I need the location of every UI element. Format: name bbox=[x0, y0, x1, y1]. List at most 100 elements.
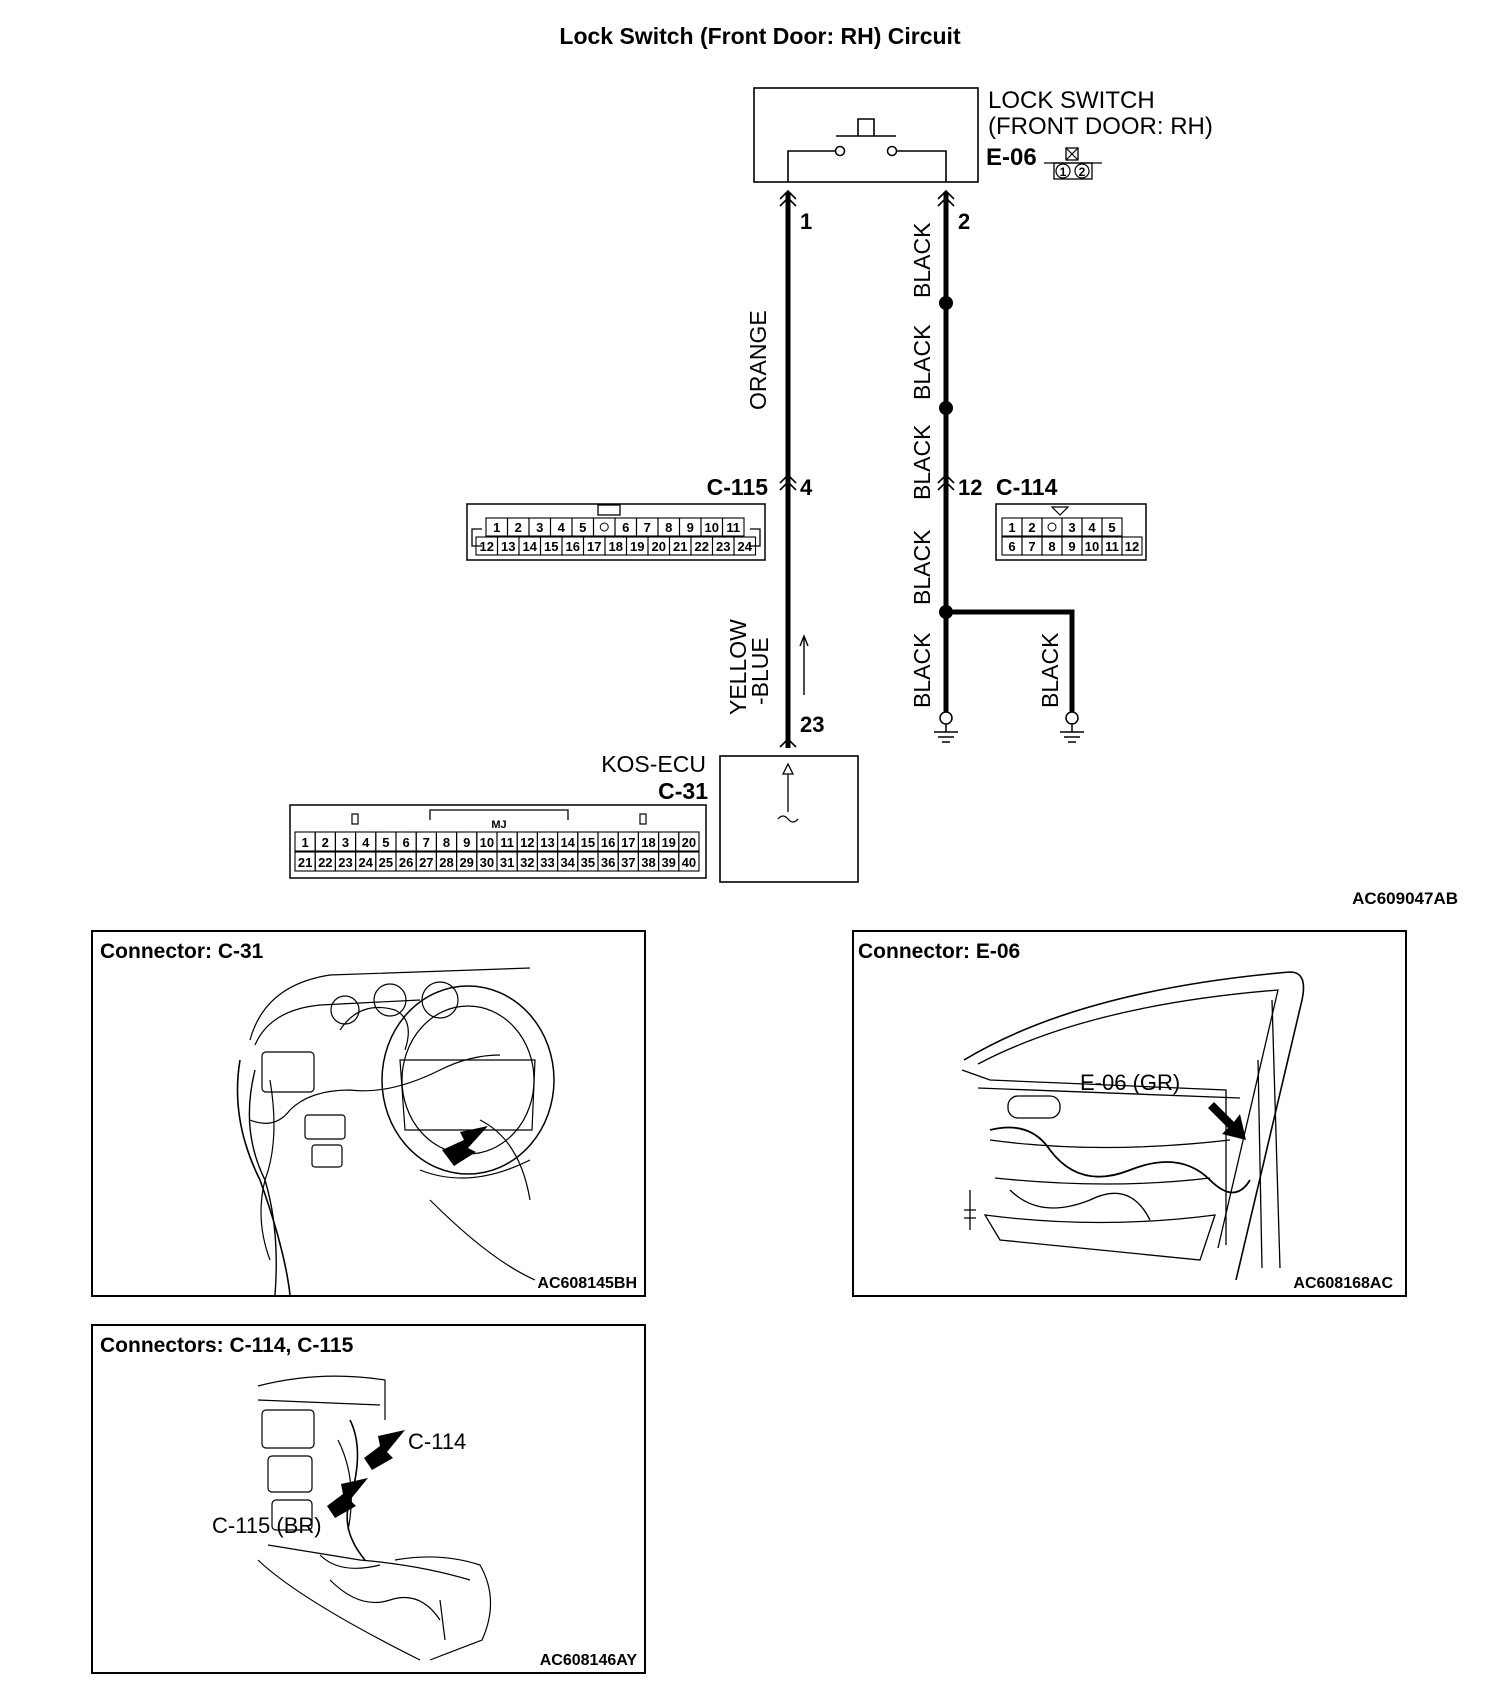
wire-label-black: BLACK bbox=[909, 424, 935, 500]
connector-pin-number: 11 bbox=[726, 520, 740, 535]
connector-pin-number: 6 bbox=[622, 520, 629, 535]
connector-pin-number: 9 bbox=[463, 835, 470, 850]
e06-label: E-06 (GR) bbox=[1080, 1070, 1180, 1095]
panel-connectors-c114-c115: Connectors: C-114, C-115 AC608146AY C-11… bbox=[91, 1324, 646, 1674]
connector-pin-number: 37 bbox=[621, 855, 635, 870]
connector-pin-number: 13 bbox=[540, 835, 554, 850]
connector-pin-number: 15 bbox=[581, 835, 595, 850]
connector-pin-cell bbox=[733, 536, 757, 556]
connector-pin-number: 10 bbox=[480, 835, 494, 850]
e06-connector-icon: 1 2 bbox=[1044, 147, 1102, 180]
connector-pin-number: 18 bbox=[641, 835, 655, 850]
c115-pin: 4 bbox=[800, 475, 813, 500]
connector-pin-number: 36 bbox=[601, 855, 615, 870]
connector-pin-number: 16 bbox=[566, 539, 580, 554]
lock-switch-connector: E-06 bbox=[986, 144, 1037, 171]
diagram-title: Lock Switch (Front Door: RH) Circuit bbox=[559, 23, 961, 49]
connector-pin-cell bbox=[592, 517, 616, 537]
svg-text:2: 2 bbox=[1079, 165, 1086, 179]
connector-pin-number: 3 bbox=[536, 520, 543, 535]
connector-pin-number: 25 bbox=[379, 855, 393, 870]
pin-2: 2 bbox=[958, 209, 970, 234]
connector-pin-number: 6 bbox=[1008, 539, 1015, 554]
connector-pin-cell bbox=[1101, 517, 1123, 537]
connector-pin-number: 29 bbox=[459, 855, 473, 870]
connector-pin-number: 35 bbox=[581, 855, 595, 870]
connector-pin-number: 33 bbox=[540, 855, 554, 870]
connector-pin-number: 21 bbox=[673, 539, 687, 554]
panel-c114-c115-title: Connectors: C-114, C-115 bbox=[100, 1334, 354, 1357]
diagram-code: AC609047AB bbox=[1352, 889, 1458, 908]
c31-locator-arrow bbox=[442, 1126, 488, 1166]
kos-ecu-box bbox=[719, 755, 859, 883]
connector-pin-number: 21 bbox=[298, 855, 312, 870]
wire-label-yellow: YELLOW bbox=[725, 619, 751, 715]
ground-symbols bbox=[934, 711, 1084, 743]
c115-label: C-115 (BR) bbox=[212, 1513, 322, 1538]
connector-pin-number: 20 bbox=[682, 835, 696, 850]
connector-pin-number: 4 bbox=[558, 520, 566, 535]
connector-pin-number: 8 bbox=[443, 835, 450, 850]
connector-pin-cell bbox=[678, 851, 700, 872]
connector-pin-number: 38 bbox=[641, 855, 655, 870]
connector-pin-number: 14 bbox=[523, 539, 538, 554]
panel-connector-c31: Connector: C-31 AC608145BH bbox=[91, 930, 646, 1297]
connector-pin-number: 13 bbox=[501, 539, 515, 554]
connector-pin-number: 8 bbox=[1048, 539, 1055, 554]
connector-pin-number: 23 bbox=[338, 855, 352, 870]
connector-pin-number: 14 bbox=[560, 835, 575, 850]
connector-pin-number: 22 bbox=[695, 539, 709, 554]
connector-pin-number: 17 bbox=[621, 835, 635, 850]
connector-pin-number: 11 bbox=[1105, 539, 1119, 554]
connector-pin-number: 3 bbox=[1068, 520, 1075, 535]
connector-pin-number: 9 bbox=[687, 520, 694, 535]
connector-pin-number: 10 bbox=[705, 520, 719, 535]
wires bbox=[785, 192, 1075, 748]
panel-c114-c115-code: AC608146AY bbox=[540, 1652, 638, 1669]
wire-label-black: BLACK bbox=[909, 529, 935, 605]
connector-pin-number: 2 bbox=[515, 520, 522, 535]
ecu-name: KOS-ECU bbox=[601, 751, 706, 777]
wire-label-black: BLACK bbox=[1037, 632, 1063, 708]
splice-points bbox=[939, 296, 953, 619]
connector-pin-number: 4 bbox=[1088, 520, 1096, 535]
lock-switch: LOCK SWITCH (FRONT DOOR: RH) E-06 1 2 bbox=[753, 87, 1213, 183]
connector-pin-number: 9 bbox=[1068, 539, 1075, 554]
connector-pin-number: 18 bbox=[609, 539, 623, 554]
c31-name: C-31 bbox=[658, 778, 708, 804]
connector-pin-number: 12 bbox=[480, 539, 494, 554]
wire-label-black: BLACK bbox=[909, 324, 935, 400]
dashboard-illustration bbox=[236, 967, 555, 1296]
connector-pin-number: 24 bbox=[738, 539, 753, 554]
connector-pin-number: 7 bbox=[423, 835, 430, 850]
connector-pin-number: 5 bbox=[382, 835, 389, 850]
c114-locator-arrow bbox=[364, 1430, 405, 1470]
svg-text:1: 1 bbox=[1060, 165, 1067, 179]
connector-pin-cell bbox=[721, 517, 745, 537]
e06-locator-arrow bbox=[1208, 1102, 1246, 1140]
connector-pin-number: 1 bbox=[1008, 520, 1015, 535]
connector-pin-number: 7 bbox=[644, 520, 651, 535]
connector-pin-number: 30 bbox=[480, 855, 494, 870]
connector-pin-number: 6 bbox=[402, 835, 409, 850]
connector-pin-number: 19 bbox=[661, 835, 675, 850]
lock-switch-name-1: LOCK SWITCH bbox=[988, 87, 1155, 114]
connector-pin-number: 31 bbox=[500, 855, 514, 870]
door-illustration bbox=[961, 971, 1305, 1281]
connector-pin-number: 20 bbox=[652, 539, 666, 554]
connector-pin-cell bbox=[1121, 536, 1143, 556]
svg-text:MJ: MJ bbox=[491, 819, 506, 831]
connector-pin-number: 1 bbox=[301, 835, 308, 850]
connector-pin-cell bbox=[678, 831, 700, 852]
wire-label-orange: ORANGE bbox=[745, 310, 771, 410]
connector-pin-number: 19 bbox=[630, 539, 644, 554]
c114-name: C-114 bbox=[996, 474, 1058, 500]
connector-pin-number: 1 bbox=[493, 520, 500, 535]
wire-label-black: BLACK bbox=[909, 632, 935, 708]
connector-pin-number: 27 bbox=[419, 855, 433, 870]
connector-pin-cell bbox=[1041, 517, 1063, 537]
signal-arrow bbox=[799, 634, 809, 695]
connector-pin-number: 23 bbox=[716, 539, 730, 554]
